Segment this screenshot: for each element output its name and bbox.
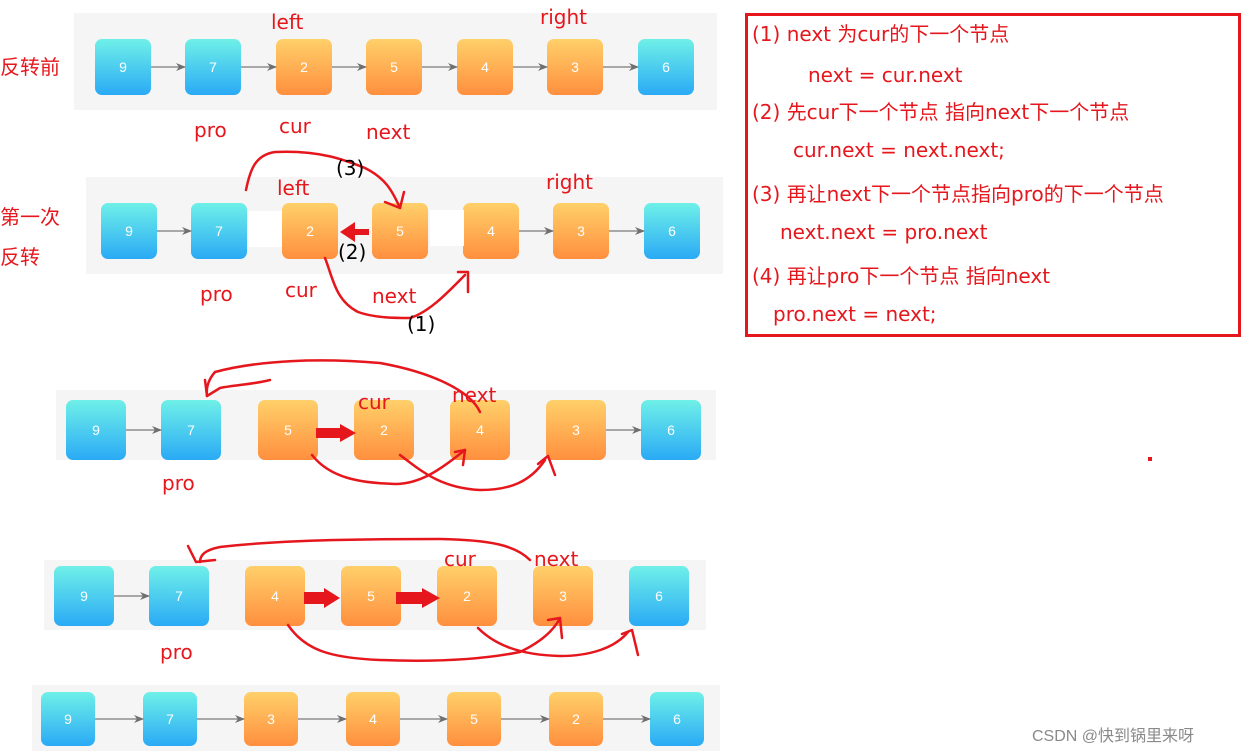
list-node: 4 xyxy=(463,203,519,259)
note-step4-code: pro.next = next; xyxy=(773,302,937,326)
label-cur-row3: cur xyxy=(358,390,390,414)
label-cur-row1: cur xyxy=(279,114,311,138)
list-node: 4 xyxy=(346,692,400,746)
list-node: 5 xyxy=(372,203,428,259)
label-left-row2: left xyxy=(277,176,310,200)
list-node: 7 xyxy=(143,692,197,746)
label-next-row3: next xyxy=(452,383,497,407)
row-label-first-2: 反转 xyxy=(0,245,40,269)
note-step3: (3) 再让next下一个节点指向pro的下一个节点 xyxy=(752,182,1164,206)
list-node: 9 xyxy=(54,566,114,626)
label-right-row1: right xyxy=(540,5,587,29)
list-node: 9 xyxy=(95,39,151,95)
list-node: 6 xyxy=(650,692,704,746)
list-node: 7 xyxy=(161,400,221,460)
annotation-stroke-row4-top xyxy=(198,537,532,564)
note-step2-code: cur.next = next.next; xyxy=(793,138,1005,162)
list-node: 5 xyxy=(366,39,422,95)
list-node: 2 xyxy=(437,566,497,626)
list-node: 5 xyxy=(341,566,401,626)
list-node: 2 xyxy=(282,203,338,259)
label-cur-row4: cur xyxy=(444,547,476,571)
label-pro-row3: pro xyxy=(162,471,195,495)
list-node: 7 xyxy=(191,203,247,259)
list-node: 2 xyxy=(276,39,332,95)
list-node: 3 xyxy=(547,39,603,95)
label-next-row1: next xyxy=(366,120,411,144)
list-node: 9 xyxy=(41,692,95,746)
label-right-row2: right xyxy=(546,170,593,194)
label-next-row2: next xyxy=(372,284,417,308)
note-step1-code: next = cur.next xyxy=(808,63,963,87)
label-pro-row2: pro xyxy=(200,282,233,306)
label-step2: (2) xyxy=(338,240,367,264)
note-step1: (1) next 为cur的下一个节点 xyxy=(752,22,1010,46)
list-node: 2 xyxy=(549,692,603,746)
list-node: 4 xyxy=(450,400,510,460)
note-step4: (4) 再让pro下一个节点 指向next xyxy=(752,264,1051,288)
list-node: 5 xyxy=(258,400,318,460)
list-node: 6 xyxy=(644,203,700,259)
list-node: 6 xyxy=(641,400,701,460)
list-node: 5 xyxy=(447,692,501,746)
list-node: 3 xyxy=(546,400,606,460)
list-node: 7 xyxy=(149,566,209,626)
list-node: 9 xyxy=(66,400,126,460)
list-node: 6 xyxy=(638,39,694,95)
list-node: 3 xyxy=(244,692,298,746)
explanation-box: (1) next 为cur的下一个节点 next = cur.next (2) … xyxy=(745,13,1241,337)
watermark: CSDN @快到锅里来呀 xyxy=(1032,728,1195,745)
annotation-arrowhead xyxy=(456,270,470,294)
label-pro-row4: pro xyxy=(160,640,193,664)
row-label-first-1: 第一次 xyxy=(0,205,60,229)
note-step2: (2) 先cur下一个节点 指向next下一个节点 xyxy=(752,100,1130,124)
label-left-row1: left xyxy=(271,10,304,34)
list-node: 3 xyxy=(533,566,593,626)
label-step1: (1) xyxy=(407,312,436,336)
list-node: 9 xyxy=(101,203,157,259)
list-node: 3 xyxy=(553,203,609,259)
list-node: 4 xyxy=(245,566,305,626)
label-step3: (3) xyxy=(336,156,365,180)
list-node: 4 xyxy=(457,39,513,95)
label-next-row4: next xyxy=(534,547,579,571)
label-pro-row1: pro xyxy=(194,118,227,142)
label-cur-row2: cur xyxy=(285,278,317,302)
note-step3-code: next.next = pro.next xyxy=(780,220,988,244)
list-node: 7 xyxy=(185,39,241,95)
annotation-arrowhead xyxy=(620,628,640,657)
list-node: 6 xyxy=(629,566,689,626)
stray-dot xyxy=(1148,457,1152,461)
annotation-stroke-row3-bottom-b xyxy=(398,453,547,492)
row-label-before: 反转前 xyxy=(0,55,60,79)
annotation-stroke-row4-bottom-b xyxy=(476,626,630,658)
